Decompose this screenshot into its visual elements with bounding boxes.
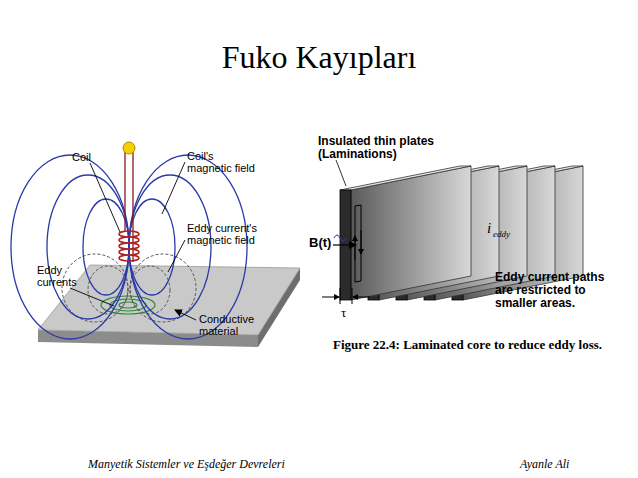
field-line — [129, 199, 175, 295]
part-label: Conductive material — [199, 313, 265, 337]
eddy-direction — [355, 236, 356, 260]
leader-lines — [70, 162, 196, 320]
dimension-tick — [340, 288, 341, 304]
field-line — [11, 155, 129, 339]
current-subscript: eddy — [493, 230, 510, 240]
dimension-arrow — [353, 297, 370, 298]
coil-turns — [119, 231, 139, 261]
part-label: Coil — [72, 151, 91, 163]
plate-top — [38, 265, 300, 335]
coil-turn — [119, 237, 139, 243]
flux-wave — [334, 235, 346, 241]
eddy-path — [355, 205, 361, 282]
field-line — [129, 155, 247, 339]
ac-source — [123, 142, 135, 154]
flux-arrow — [333, 235, 356, 245]
thickness-dimension — [322, 288, 370, 304]
footer-text: Manyetik Sistemler ve Eşdeğer Devreleri — [88, 458, 285, 471]
leader-line — [336, 160, 346, 186]
dimension-label: τ — [341, 306, 346, 320]
leader-line — [70, 288, 114, 306]
part-label: Eddy current's magnetic field — [187, 222, 275, 246]
lamination-plate — [340, 166, 471, 300]
coil — [119, 142, 139, 262]
current-symbol: i — [487, 220, 491, 237]
eddy-direction — [361, 230, 362, 254]
signal-name: B(t) — [309, 236, 331, 250]
coil-turn — [119, 243, 139, 249]
note: Eddy current paths are restricted to sma… — [495, 271, 615, 311]
leader-lines — [336, 160, 346, 186]
part-label: Coil's magnetic field — [187, 150, 259, 174]
part-label: Insulated thin plates (Laminations) — [318, 135, 454, 161]
plate-top — [340, 166, 471, 190]
figure-caption: Figure 22.4: Laminated core to reduce ed… — [333, 338, 602, 352]
coil-wire — [132, 150, 133, 262]
eddy-loop — [101, 296, 155, 314]
leader-line — [90, 163, 120, 232]
leader-line — [168, 240, 185, 272]
field-line — [47, 175, 129, 319]
flux-arrow-line — [333, 244, 356, 245]
slide-title: Fuko Kayıpları — [0, 40, 638, 75]
footer-text: Ayanle Ali — [520, 458, 569, 471]
field-line — [83, 199, 129, 295]
dimension-arrow — [322, 297, 339, 298]
coil-wire — [124, 150, 125, 232]
coil-turn — [119, 231, 139, 237]
part-label: Eddy currents — [37, 264, 89, 288]
coil-field-lines — [11, 155, 247, 339]
leader-line — [162, 162, 185, 214]
eddy-field-lines — [62, 254, 196, 322]
eddy-current-loops — [101, 296, 155, 314]
dimension-tick — [352, 288, 353, 304]
coil-turn — [119, 249, 139, 255]
coil-turn — [119, 255, 139, 261]
leader-arrow — [175, 310, 196, 320]
